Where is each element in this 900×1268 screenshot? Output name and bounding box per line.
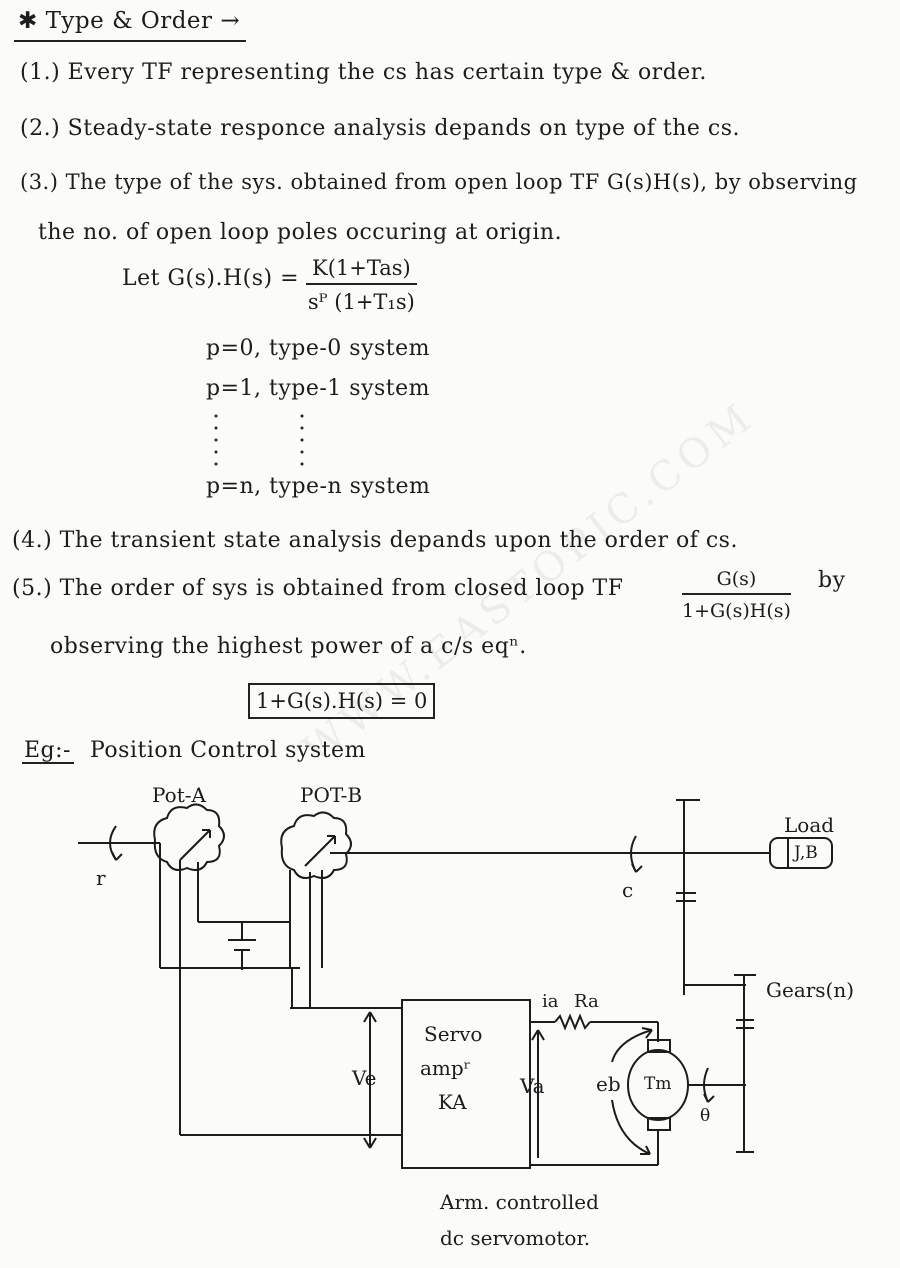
point-number: (2.) [20,116,61,141]
point-number: (1.) [20,60,61,85]
ol-tf-denominator: sᴾ (1+T₁s) [307,290,415,314]
point-5: (5.) The order of sys is obtained from c… [12,578,623,600]
input-r-label: r [96,866,106,890]
ol-tf-fraction: K(1+Tas) sᴾ (1+T₁s) [306,256,417,314]
example-title: Position Control system [90,738,366,763]
point-number: (4.) [12,528,53,553]
caption-line2: dc servomotor. [440,1226,591,1250]
let-lhs: Let G(s).H(s) = [122,266,300,291]
vertical-dots [214,414,304,466]
example-label: Eg:- [24,738,71,763]
cl-tf-numerator: G(s) [682,568,791,595]
point-5-continued: observing the highest power of a c/s eqⁿ… [50,634,527,659]
pot-b-label: POT-B [300,783,363,807]
point-text: Steady-state responce analysis depands o… [67,116,740,141]
amp-label-ampr: ampʳ [420,1056,471,1080]
position-control-diagram [78,799,833,1169]
title-text: Type & Order → [45,8,241,34]
star-icon: ✱ [18,8,38,34]
type-0-line: p=0, type-0 system [206,336,431,361]
point-3: (3.) The type of the sys. obtained from … [20,172,858,193]
example-underline [22,762,74,764]
point-text: The order of sys is obtained from closed… [59,576,624,601]
point-text: Every TF representing the cs has certain… [67,60,707,85]
ol-tf-numerator: K(1+Tas) [306,256,417,285]
gears-label: Gears(n) [766,978,855,1002]
point-text: The type of the sys. obtained from open … [65,170,858,194]
type-n-line: p=n, type-n system [206,474,431,499]
page-title: ✱ Type & Order → [18,10,240,33]
point-3-continued: the no. of open loop poles occuring at o… [38,220,563,245]
ve-label: Ve [352,1066,377,1090]
point-number: (3.) [20,170,59,194]
eb-label: eb [596,1072,621,1096]
tm-label: Tm [644,1074,672,1094]
title-underline [14,40,246,42]
amp-label-servo: Servo [424,1022,483,1046]
point-2: (2.) Steady-state responce analysis depa… [20,118,740,140]
amp-gain-label: KA [438,1090,467,1114]
va-label: Va [520,1074,545,1098]
cl-tf-by: by [818,568,846,593]
point-4: (4.) The transient state analysis depand… [12,530,738,552]
pot-a-label: Pot-A [152,783,206,807]
ia-label: ia [542,991,559,1012]
load-label: Load [784,813,835,837]
theta-label: θ [700,1106,711,1126]
point-number: (5.) [12,576,53,601]
output-c-label: c [622,878,634,902]
cl-tf-fraction: G(s) 1+G(s)H(s) [682,568,791,622]
cl-tf-denominator: 1+G(s)H(s) [682,600,791,622]
characteristic-equation: 1+G(s).H(s) = 0 [248,683,436,719]
point-text: The transient state analysis depands upo… [59,528,738,553]
point-1: (1.) Every TF representing the cs has ce… [20,62,707,84]
caption-line1: Arm. controlled [440,1190,599,1214]
type-1-line: p=1, type-1 system [206,376,431,401]
load-params: J,B [794,843,818,863]
ra-label: Ra [574,991,599,1012]
